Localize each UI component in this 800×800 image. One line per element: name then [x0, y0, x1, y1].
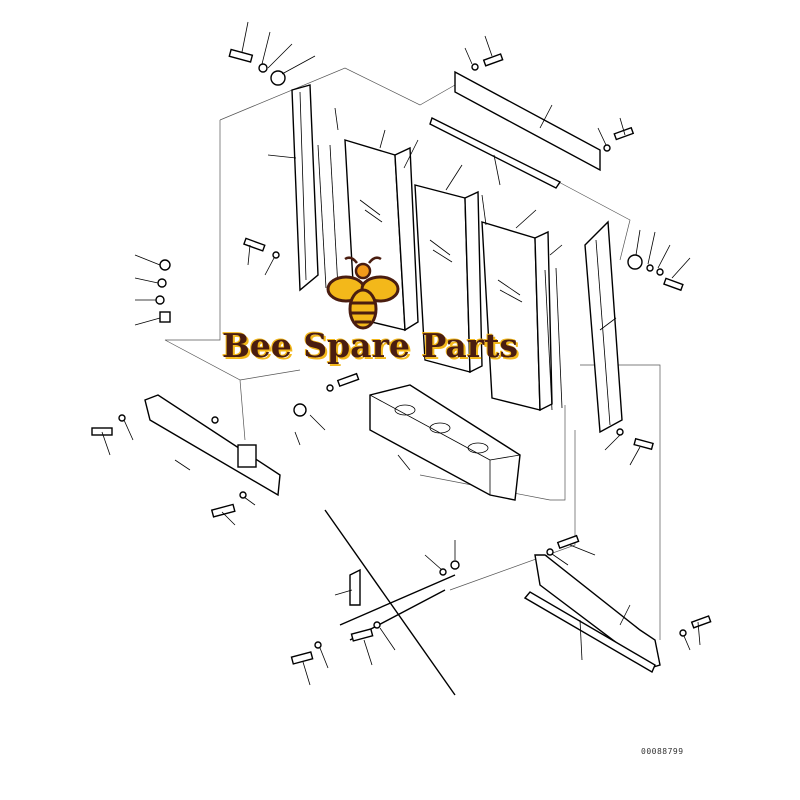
- figure-number: 00088799: [641, 747, 684, 756]
- lower-left-beam: [144, 394, 281, 497]
- left-side-frame: [291, 84, 319, 292]
- callout-leader-lines: [101, 21, 701, 686]
- top-cover-plate: [429, 70, 601, 189]
- bottom-tank: [369, 384, 521, 501]
- lower-right-bracket: [523, 554, 661, 674]
- watermark-text: Bee Spare Parts: [221, 326, 519, 365]
- radiator-core-3: [481, 221, 563, 412]
- bee-logo: [326, 256, 400, 330]
- radiator-core-2: [414, 184, 483, 374]
- stay-rods: [324, 509, 456, 696]
